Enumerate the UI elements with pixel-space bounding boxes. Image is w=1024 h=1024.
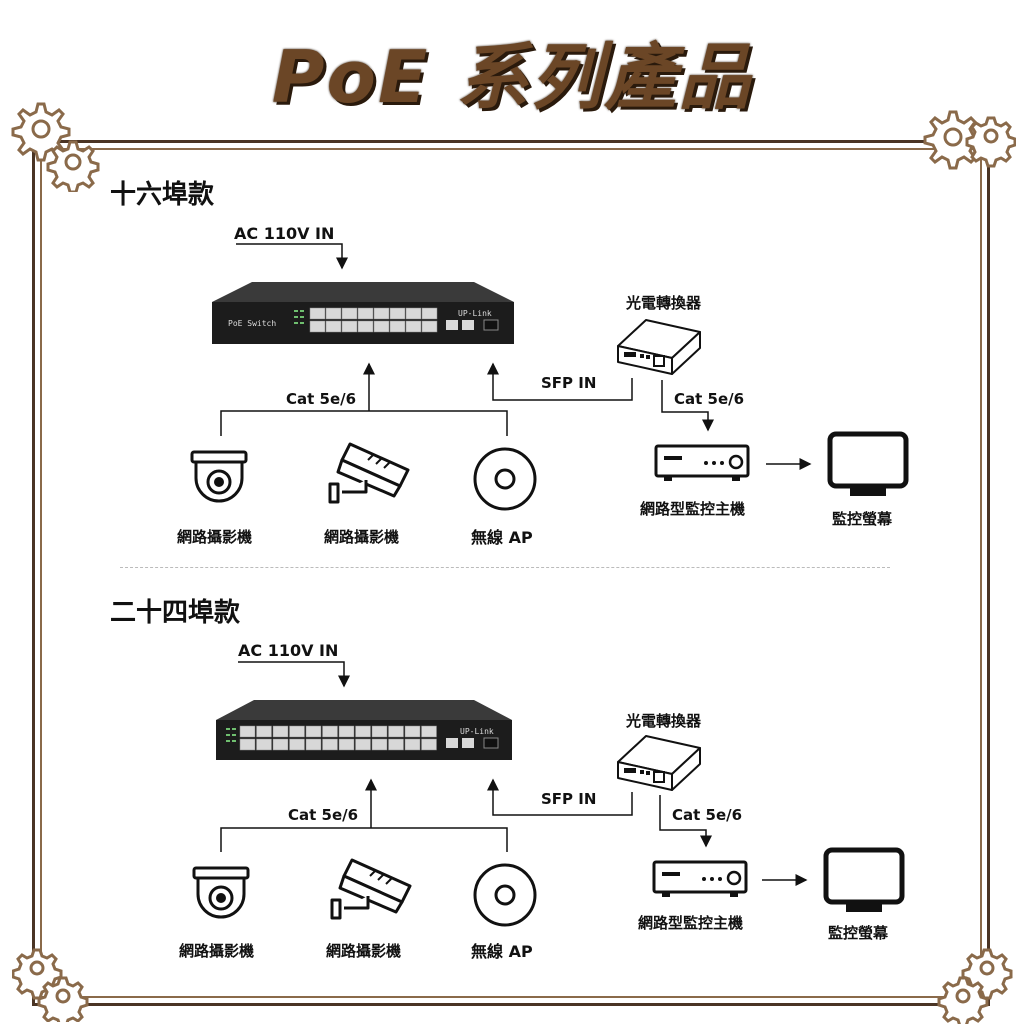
rj45-port	[325, 307, 342, 320]
gear-icon	[12, 948, 89, 1022]
rj45-port	[325, 320, 342, 333]
wireless-ap-icon	[473, 863, 537, 927]
wireless-ap-icon	[473, 447, 537, 511]
device-label: 網路攝影機	[177, 528, 253, 546]
cable-label: Cat 5e/6	[672, 806, 743, 824]
rj45-port	[389, 307, 406, 320]
rj45-port	[405, 320, 422, 333]
device-label: 網路攝影機	[326, 942, 402, 960]
rj45-port	[404, 738, 421, 751]
gear-icon	[11, 102, 100, 192]
inner-frame	[40, 148, 982, 998]
rj45-port	[421, 320, 438, 333]
section-heading: 十六埠款	[110, 180, 215, 210]
rj45-port	[371, 725, 388, 738]
dome-camera-icon	[192, 866, 250, 919]
rj45-port	[289, 725, 305, 738]
rj45-port	[355, 738, 371, 751]
rj45-port	[341, 307, 358, 320]
device-label: 無線 AP	[471, 528, 533, 547]
rj45-port	[309, 307, 326, 320]
monitor-icon	[827, 431, 909, 496]
rj45-port	[373, 307, 390, 320]
monitor-label: 監控螢幕	[832, 510, 893, 528]
bullet-camera-icon	[328, 442, 410, 504]
ac-input-label: AC 110V IN	[234, 224, 335, 243]
fiber-converter-icon	[617, 735, 701, 791]
uplink-label: UP-Link	[460, 727, 494, 736]
nvr-label: 網路型監控主機	[638, 914, 744, 932]
rj45-port	[239, 725, 256, 738]
uplink-label: UP-Link	[458, 309, 492, 318]
rj45-port	[341, 320, 358, 333]
rj45-port	[355, 725, 371, 738]
rj45-port	[389, 320, 406, 333]
monitor-label: 監控螢幕	[828, 924, 889, 942]
rj45-port	[338, 725, 355, 738]
rj45-port	[322, 738, 338, 751]
rj45-port	[421, 725, 437, 738]
rj45-port	[388, 738, 404, 751]
rj45-port	[371, 738, 388, 751]
cable-label: Cat 5e/6	[286, 390, 357, 408]
poe-switch-16-icon: PoE Switch UP-Link	[212, 282, 514, 344]
gear-icon	[937, 948, 1013, 1024]
nvr-label: 網路型監控主機	[640, 500, 746, 518]
sfp-in-label: SFP IN	[541, 790, 597, 808]
rj45-port	[405, 307, 422, 320]
nvr-icon	[654, 444, 750, 481]
rj45-port	[272, 725, 289, 738]
fiber-converter-icon	[617, 319, 701, 375]
rj45-port	[421, 307, 438, 320]
rj45-port	[239, 738, 256, 751]
rj45-port	[309, 320, 326, 333]
device-label: 網路攝影機	[324, 528, 400, 546]
rj45-port	[338, 738, 355, 751]
sfp-in-label: SFP IN	[541, 374, 597, 392]
converter-label: 光電轉換器	[626, 712, 702, 730]
rj45-port	[357, 307, 374, 320]
rj45-port	[388, 725, 404, 738]
rj45-port	[305, 725, 322, 738]
rj45-port	[289, 738, 305, 751]
gear-icon	[923, 110, 1016, 170]
page-title: PoE 系列產品	[271, 35, 753, 119]
cable-label: Cat 5e/6	[674, 390, 745, 408]
dome-camera-icon	[190, 450, 248, 503]
rj45-port	[322, 725, 338, 738]
cable-label: Cat 5e/6	[288, 806, 359, 824]
ac-input-label: AC 110V IN	[238, 641, 339, 660]
device-label: 網路攝影機	[179, 942, 255, 960]
bullet-camera-icon	[330, 858, 412, 920]
poe-switch-24-icon: UP-Link	[216, 700, 512, 760]
rj45-port	[305, 738, 322, 751]
section-heading: 二十四埠款	[110, 598, 241, 628]
nvr-icon	[652, 860, 748, 897]
switch-brand-label: PoE Switch	[228, 319, 276, 328]
outer-frame	[32, 140, 990, 1006]
rj45-port	[357, 320, 374, 333]
converter-label: 光電轉換器	[626, 294, 702, 312]
rj45-port	[404, 725, 421, 738]
rj45-port	[373, 320, 390, 333]
rj45-port	[272, 738, 289, 751]
rj45-port	[421, 738, 437, 751]
monitor-icon	[823, 847, 905, 912]
section-divider	[120, 567, 890, 568]
device-label: 無線 AP	[471, 942, 533, 961]
rj45-port	[256, 725, 272, 738]
rj45-port	[256, 738, 272, 751]
